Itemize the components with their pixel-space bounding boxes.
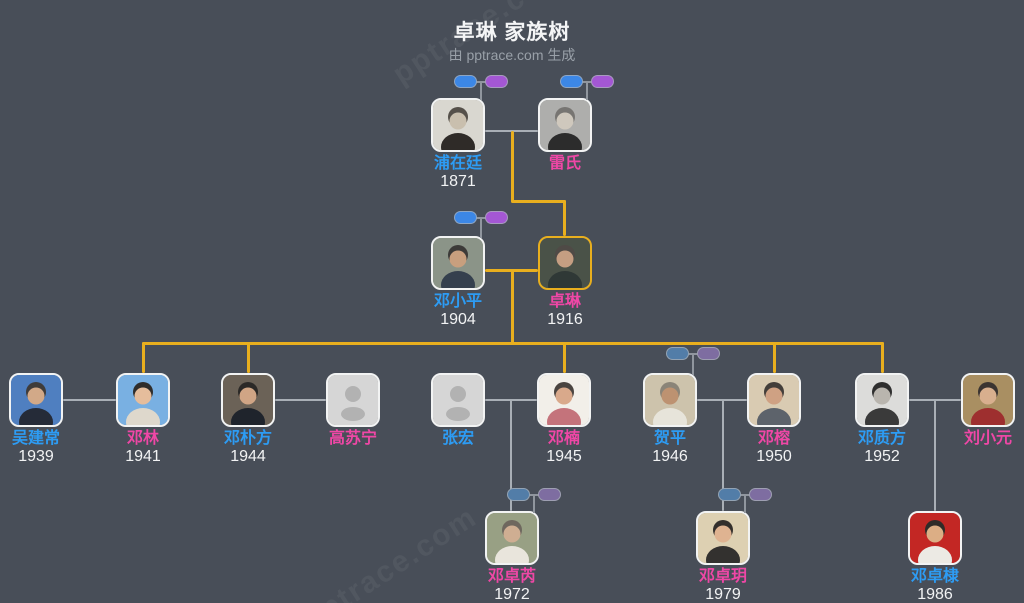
person-name: 邓卓棣: [910, 568, 959, 585]
person-birth-year: 1939: [18, 448, 54, 465]
person-card-heping: 贺平 1946: [610, 373, 730, 466]
add-mother-button[interactable]: [749, 488, 772, 501]
connector-line: [275, 399, 326, 401]
page-subtitle: 由 pptrace.com 生成: [448, 47, 576, 63]
person-photo-dengzhuoyue[interactable]: [696, 511, 750, 565]
person-card-zhuolin: 卓琳 1916: [505, 236, 625, 329]
person-birth-year: 1871: [440, 173, 476, 190]
person-card-dengxiaoping: 邓小平 1904: [398, 236, 518, 329]
person-name: 高苏宁: [328, 430, 377, 447]
connector-line: [511, 269, 514, 345]
badge-connector-line: [480, 218, 482, 238]
person-photo-liuxiaoyuan[interactable]: [961, 373, 1015, 427]
add-mother-button[interactable]: [591, 75, 614, 88]
person-name: 邓质方: [857, 430, 906, 447]
person-name: 浦在廷: [433, 155, 482, 172]
person-photo-denglin[interactable]: [116, 373, 170, 427]
person-card-dengzhifang: 邓质方 1952: [822, 373, 942, 466]
person-photo-dengzhuodi[interactable]: [908, 511, 962, 565]
person-birth-year: 1904: [440, 311, 476, 328]
person-photo-gaosuning[interactable]: [326, 373, 380, 427]
connector-line: [881, 342, 884, 373]
badge-connector-line: [744, 495, 746, 513]
person-photo-dengzhuorui[interactable]: [485, 511, 539, 565]
person-name: 邓卓玥: [698, 568, 747, 585]
connector-line: [511, 200, 566, 203]
connector-line: [722, 400, 724, 511]
person-name: 卓琳: [548, 293, 581, 310]
person-photo-dengxiaoping[interactable]: [431, 236, 485, 290]
connector-line: [63, 399, 116, 401]
person-photo-heping[interactable]: [643, 373, 697, 427]
badge-connector-line: [692, 354, 694, 375]
person-birth-year: 1979: [705, 586, 741, 603]
person-birth-year: 1946: [652, 448, 688, 465]
person-photo-dengpufang[interactable]: [221, 373, 275, 427]
badge-connector-line: [480, 82, 482, 100]
person-card-puzaiting: 浦在廷 1871: [398, 98, 518, 191]
person-birth-year: 1950: [756, 448, 792, 465]
person-card-dengzhuoyue: 邓卓玥 1979: [663, 511, 783, 603]
person-name: 邓林: [126, 430, 159, 447]
person-birth-year: 1972: [494, 586, 530, 603]
person-name: 邓小平: [433, 293, 482, 310]
person-birth-year: 1941: [125, 448, 161, 465]
person-birth-year: 1916: [547, 311, 583, 328]
page-title: 卓琳 家族树: [453, 21, 571, 44]
person-name: 吴建常: [11, 430, 60, 447]
person-birth-year: 1945: [546, 448, 582, 465]
person-photo-dengnan[interactable]: [537, 373, 591, 427]
person-card-dengpufang: 邓朴方 1944: [188, 373, 308, 466]
person-card-wujianchang: 吴建常 1939: [0, 373, 96, 466]
connector-line: [511, 131, 514, 202]
person-photo-leishi[interactable]: [538, 98, 592, 152]
person-name: 邓楠: [547, 430, 580, 447]
person-name: 邓朴方: [223, 430, 272, 447]
add-mother-button[interactable]: [697, 347, 720, 360]
person-card-gaosuning: 高苏宁: [293, 373, 413, 448]
add-mother-button[interactable]: [485, 211, 508, 224]
person-card-liuxiaoyuan: 刘小元: [928, 373, 1024, 448]
connector-line: [510, 400, 512, 511]
badge-connector-line: [533, 495, 535, 513]
person-card-denglin: 邓林 1941: [83, 373, 203, 466]
connector-line: [142, 342, 145, 373]
person-card-dengzhuodi: 邓卓棣 1986: [875, 511, 995, 603]
person-birth-year: 1944: [230, 448, 266, 465]
person-card-dengzhuorui: 邓卓芮 1972: [452, 511, 572, 603]
add-father-button[interactable]: [560, 75, 583, 88]
add-father-button[interactable]: [666, 347, 689, 360]
person-name: 邓卓芮: [487, 568, 536, 585]
connector-line: [247, 342, 250, 373]
person-name: 贺平: [653, 430, 686, 447]
connector-line: [563, 200, 566, 236]
person-name: 邓榕: [757, 430, 790, 447]
person-photo-puzaiting[interactable]: [431, 98, 485, 152]
person-birth-year: 1952: [864, 448, 900, 465]
person-name: 雷氏: [548, 155, 581, 172]
connector-line: [142, 342, 884, 345]
add-father-button[interactable]: [454, 211, 477, 224]
person-photo-wujianchang[interactable]: [9, 373, 63, 427]
person-photo-dengzhifang[interactable]: [855, 373, 909, 427]
add-father-button[interactable]: [507, 488, 530, 501]
connector-line: [934, 400, 936, 511]
add-father-button[interactable]: [718, 488, 741, 501]
person-card-leishi: 雷氏: [505, 98, 625, 173]
person-photo-dengrong[interactable]: [747, 373, 801, 427]
person-card-dengnan: 邓楠 1945: [504, 373, 624, 466]
connector-line: [773, 342, 776, 373]
add-mother-button[interactable]: [538, 488, 561, 501]
connector-line: [563, 342, 566, 373]
person-card-zhanghong: 张宏: [398, 373, 518, 448]
person-name: 刘小元: [963, 430, 1012, 447]
person-card-dengrong: 邓榕 1950: [714, 373, 834, 466]
person-photo-zhanghong[interactable]: [431, 373, 485, 427]
badge-connector-line: [586, 82, 588, 100]
add-father-button[interactable]: [454, 75, 477, 88]
person-photo-zhuolin[interactable]: [538, 236, 592, 290]
person-birth-year: 1986: [917, 586, 953, 603]
add-mother-button[interactable]: [485, 75, 508, 88]
person-name: 张宏: [441, 430, 474, 447]
